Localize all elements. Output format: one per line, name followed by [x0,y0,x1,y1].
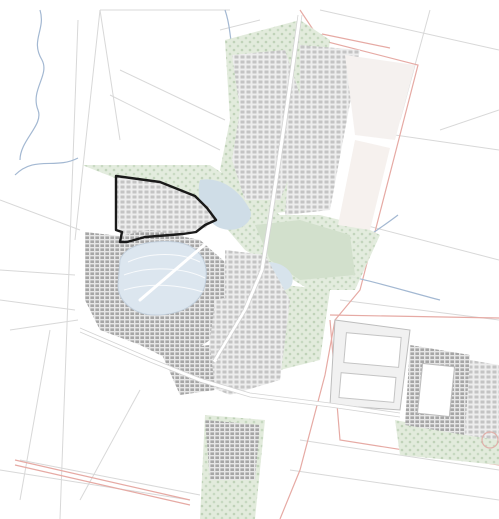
north-residential [232,45,415,230]
road-edges [79,14,401,418]
roads [78,13,402,417]
employment-area [329,319,499,449]
parcel-housing [116,176,215,242]
highlighted-parcel[interactable] [114,174,218,244]
lake [117,241,207,316]
